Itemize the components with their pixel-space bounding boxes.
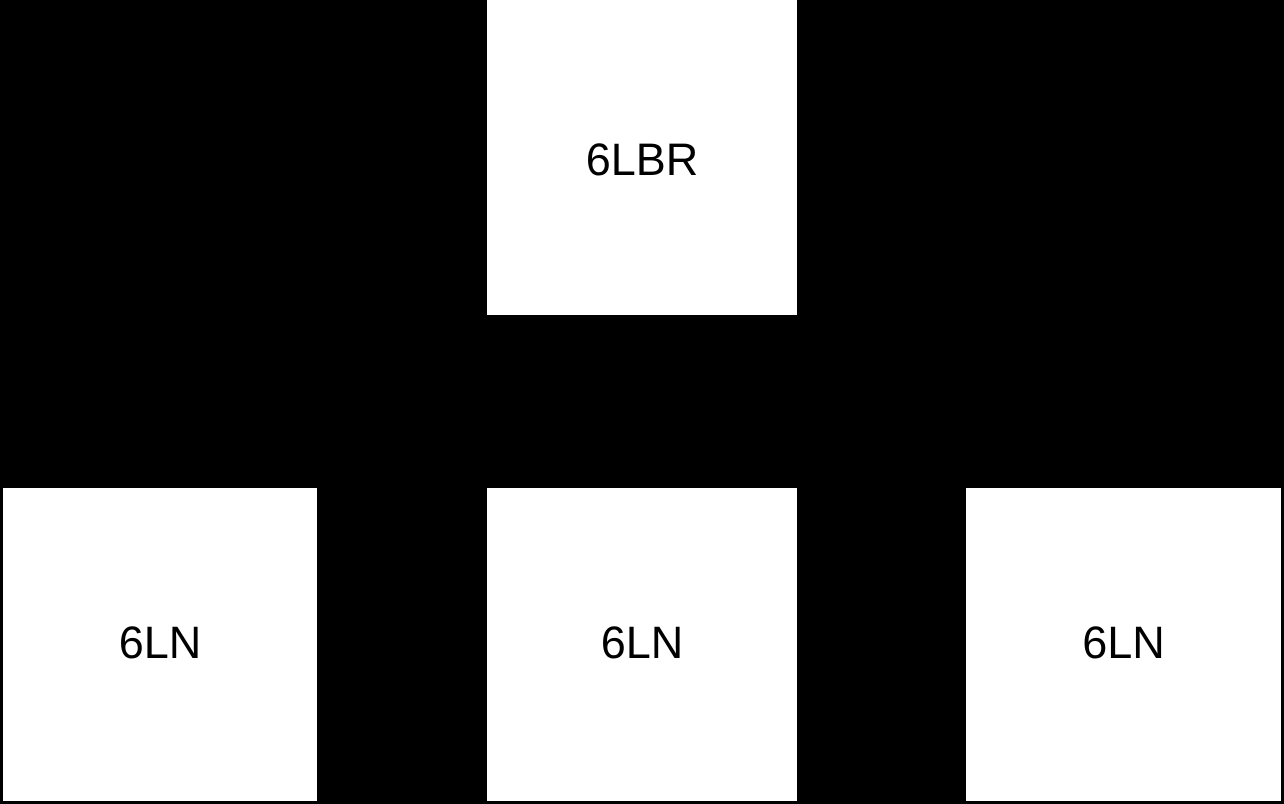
node-6lbr[interactable]: 6LBR — [484, 0, 800, 318]
node-6ln-2[interactable]: 6LN — [484, 485, 800, 804]
node-6lbr-label: 6LBR — [585, 134, 699, 185]
node-6ln-3[interactable]: 6LN — [963, 485, 1284, 804]
node-6ln-3-label: 6LN — [1082, 617, 1165, 668]
node-6ln-2-label: 6LN — [600, 617, 684, 668]
node-6ln-1[interactable]: 6LN — [0, 485, 320, 804]
node-6ln-1-label: 6LN — [118, 617, 202, 668]
